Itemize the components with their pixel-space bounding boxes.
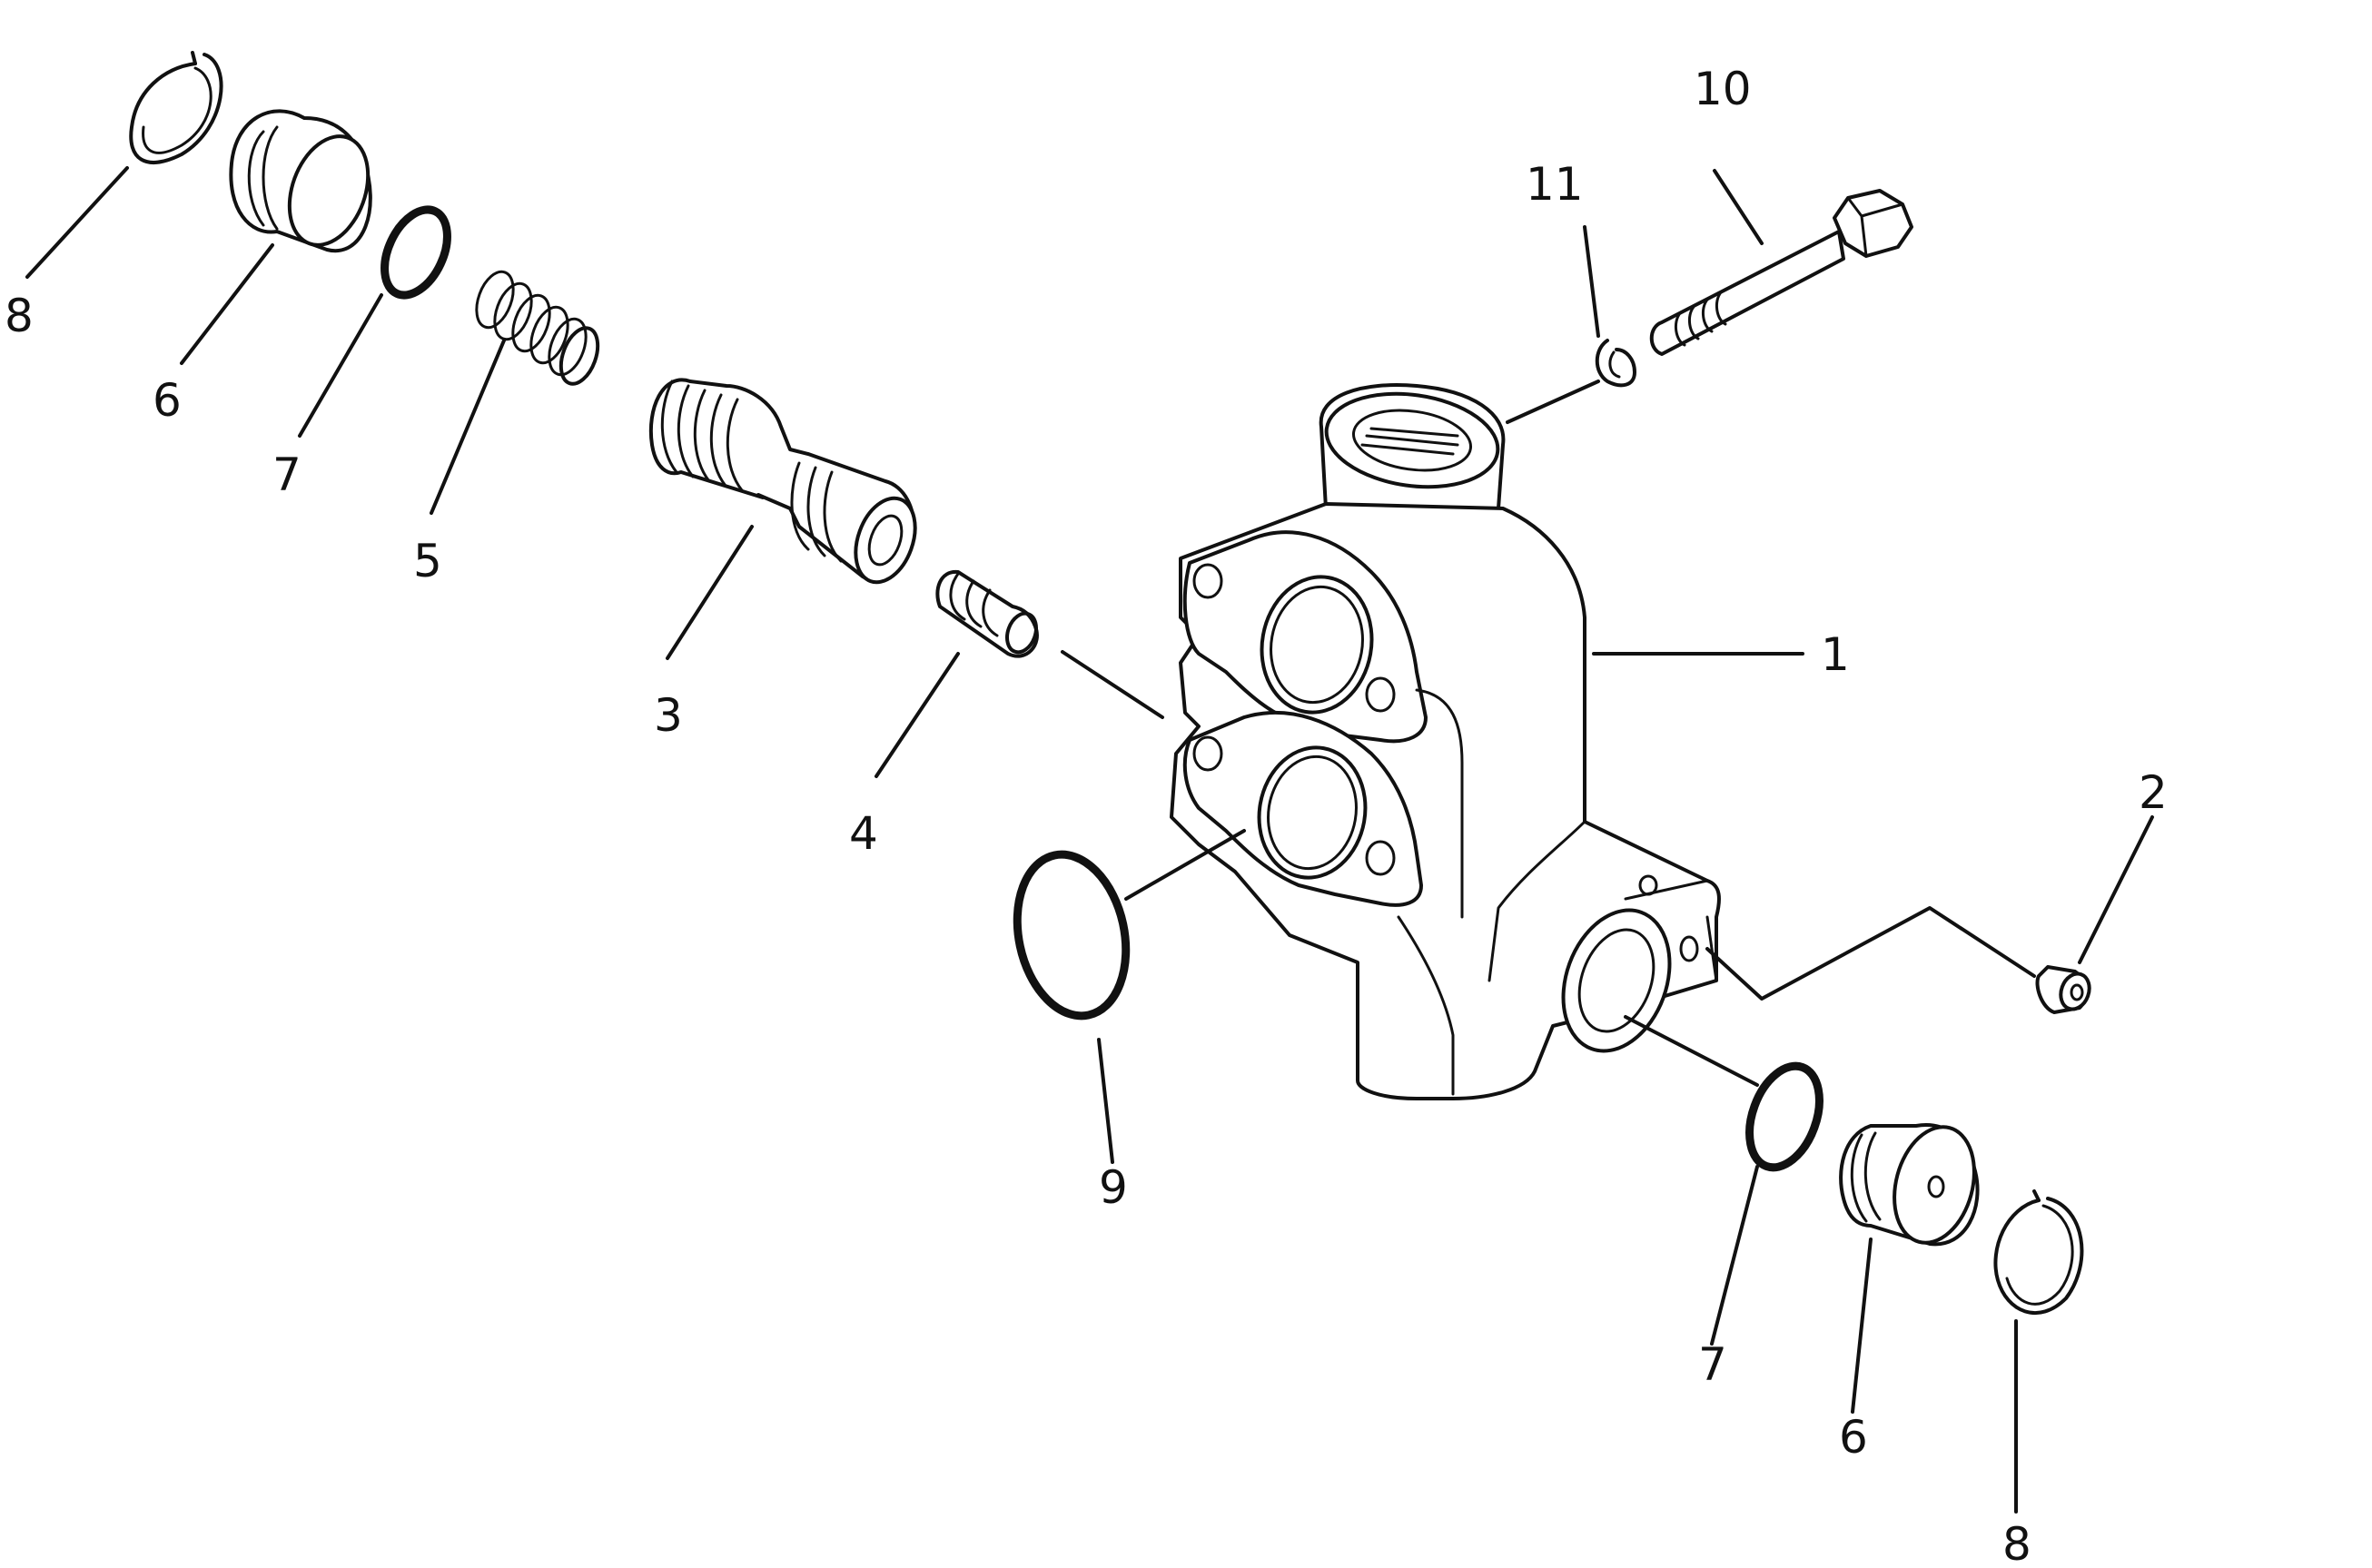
o-ring-right	[1745, 1061, 1823, 1172]
plug-right	[1839, 1123, 1980, 1247]
callout-6-right: 6	[1839, 1411, 1868, 1464]
bolt	[1649, 189, 1913, 356]
leader-lines	[25, 166, 2154, 1514]
washer	[1595, 339, 1636, 388]
o-ring-large	[1013, 850, 1131, 1021]
callout-7-left: 7	[272, 449, 301, 501]
spool	[648, 378, 917, 585]
o-ring-left	[381, 205, 451, 300]
plug-left	[229, 109, 372, 253]
callout-9: 9	[1099, 1161, 1128, 1214]
callout-1: 1	[1821, 628, 1850, 681]
pin	[935, 569, 1039, 658]
snap-ring-right	[1993, 1189, 2084, 1316]
plug-small	[2035, 965, 2091, 1014]
callout-8-right: 8	[2002, 1518, 2031, 1563]
callout-labels: 1 2 3 4 5 6 7 8 9 10 11 7 6 8	[5, 63, 2168, 1568]
snap-ring-left	[129, 51, 223, 164]
callout-4: 4	[849, 807, 878, 860]
callout-7-right: 7	[1698, 1338, 1727, 1391]
callout-6-left: 6	[153, 374, 182, 427]
callout-10: 10	[1694, 63, 1752, 115]
callout-11: 11	[1526, 158, 1584, 211]
spring	[475, 270, 600, 386]
callout-8-left: 8	[5, 290, 34, 342]
callout-3: 3	[654, 689, 683, 742]
callout-5: 5	[413, 535, 442, 587]
valve-body	[1170, 383, 1721, 1100]
callout-2: 2	[2139, 766, 2168, 819]
